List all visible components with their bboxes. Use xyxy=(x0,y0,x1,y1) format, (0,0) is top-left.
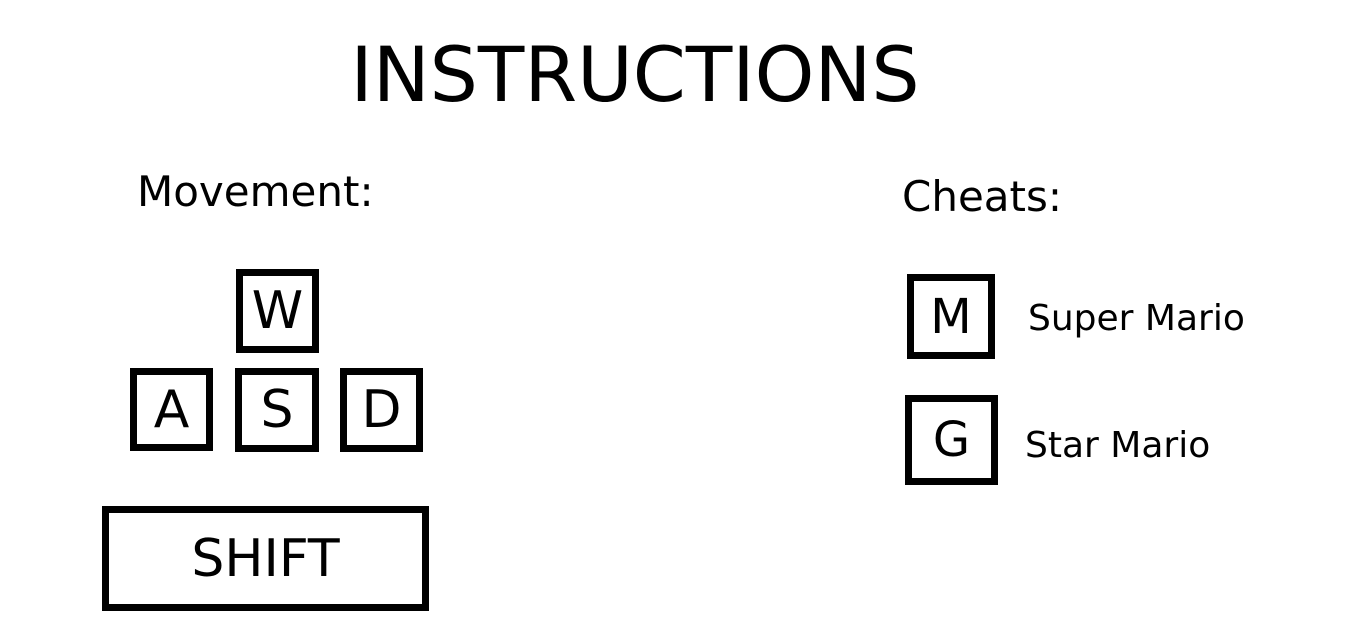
cheat-super-mario-label: Super Mario xyxy=(1028,298,1245,339)
page-title: INSTRUCTIONS xyxy=(350,30,920,119)
cheats-heading: Cheats: xyxy=(902,172,1063,221)
key-m: M xyxy=(907,274,995,359)
key-shift: SHIFT xyxy=(102,506,429,611)
key-a: A xyxy=(130,368,213,451)
key-g: G xyxy=(905,395,998,485)
cheat-star-mario-label: Star Mario xyxy=(1025,425,1211,466)
key-w: W xyxy=(236,269,319,353)
key-d: D xyxy=(340,368,423,452)
key-s: S xyxy=(235,368,319,452)
movement-heading: Movement: xyxy=(137,167,374,216)
